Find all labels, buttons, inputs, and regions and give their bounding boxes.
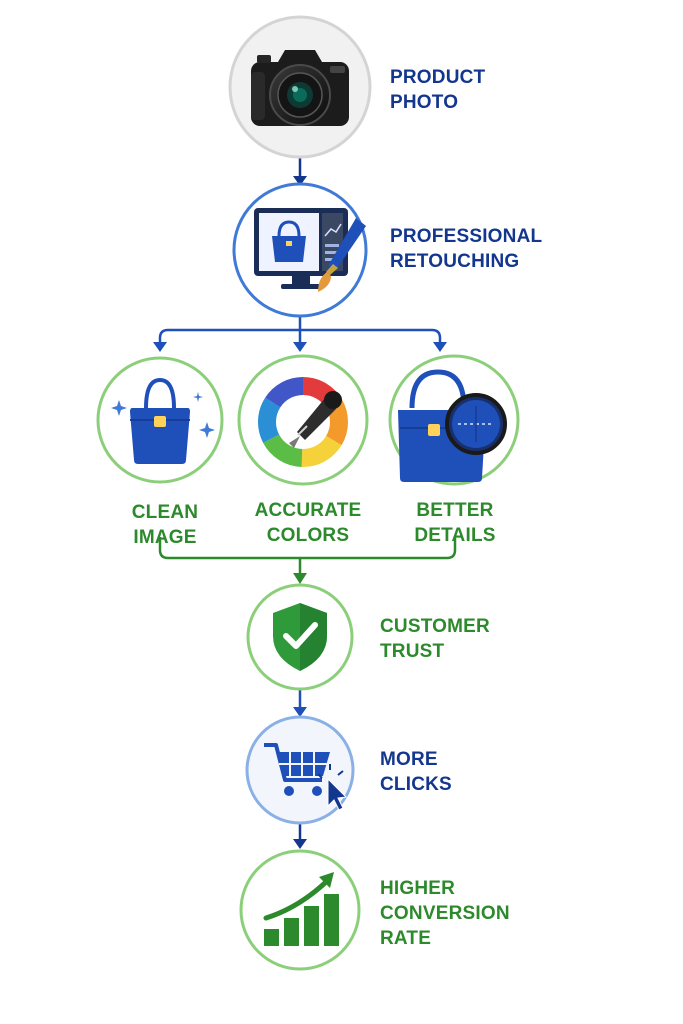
label-better-details: BETTER DETAILS (414, 500, 496, 546)
camera-icon (251, 50, 349, 126)
connectors (153, 158, 457, 849)
label-more-clicks: MORE CLICKS (380, 749, 452, 795)
step-higher-conversion-rate (239, 849, 361, 971)
step-more-clicks (245, 715, 355, 825)
arrowhead (293, 573, 307, 584)
shield-check-icon (273, 603, 327, 671)
growth-chart-icon (263, 872, 339, 946)
split-connector (158, 317, 442, 345)
color-wheel-dropper-icon (258, 377, 348, 467)
cart-cursor-icon (264, 743, 348, 811)
step-better-details (388, 354, 520, 486)
label-higher-conversion-rate: HIGHER CONVERSION RATE (380, 878, 510, 949)
label-customer-trust: CUSTOMER TRUST (380, 616, 490, 662)
label-clean-image: CLEAN IMAGE (131, 502, 199, 548)
step-clean-image (96, 356, 224, 484)
monitor-brush-icon (254, 208, 366, 292)
step-professional-retouching (232, 182, 368, 318)
arrowhead (433, 342, 447, 352)
arrowhead (153, 342, 167, 352)
sparkling-bag-icon (111, 377, 215, 464)
arrowhead (293, 342, 307, 352)
arrowhead (293, 707, 307, 717)
arrowhead (293, 176, 307, 186)
label-accurate-colors: ACCURATE COLORS (254, 500, 362, 546)
label-professional-retouching: PROFESSIONAL RETOUCHING (390, 226, 543, 272)
arrowhead (293, 839, 307, 849)
step-customer-trust (246, 583, 354, 691)
step-accurate-colors (237, 354, 369, 486)
label-product-photo: PRODUCT PHOTO (390, 67, 486, 113)
magnified-bag-icon (398, 369, 507, 482)
step-product-photo (228, 15, 372, 159)
